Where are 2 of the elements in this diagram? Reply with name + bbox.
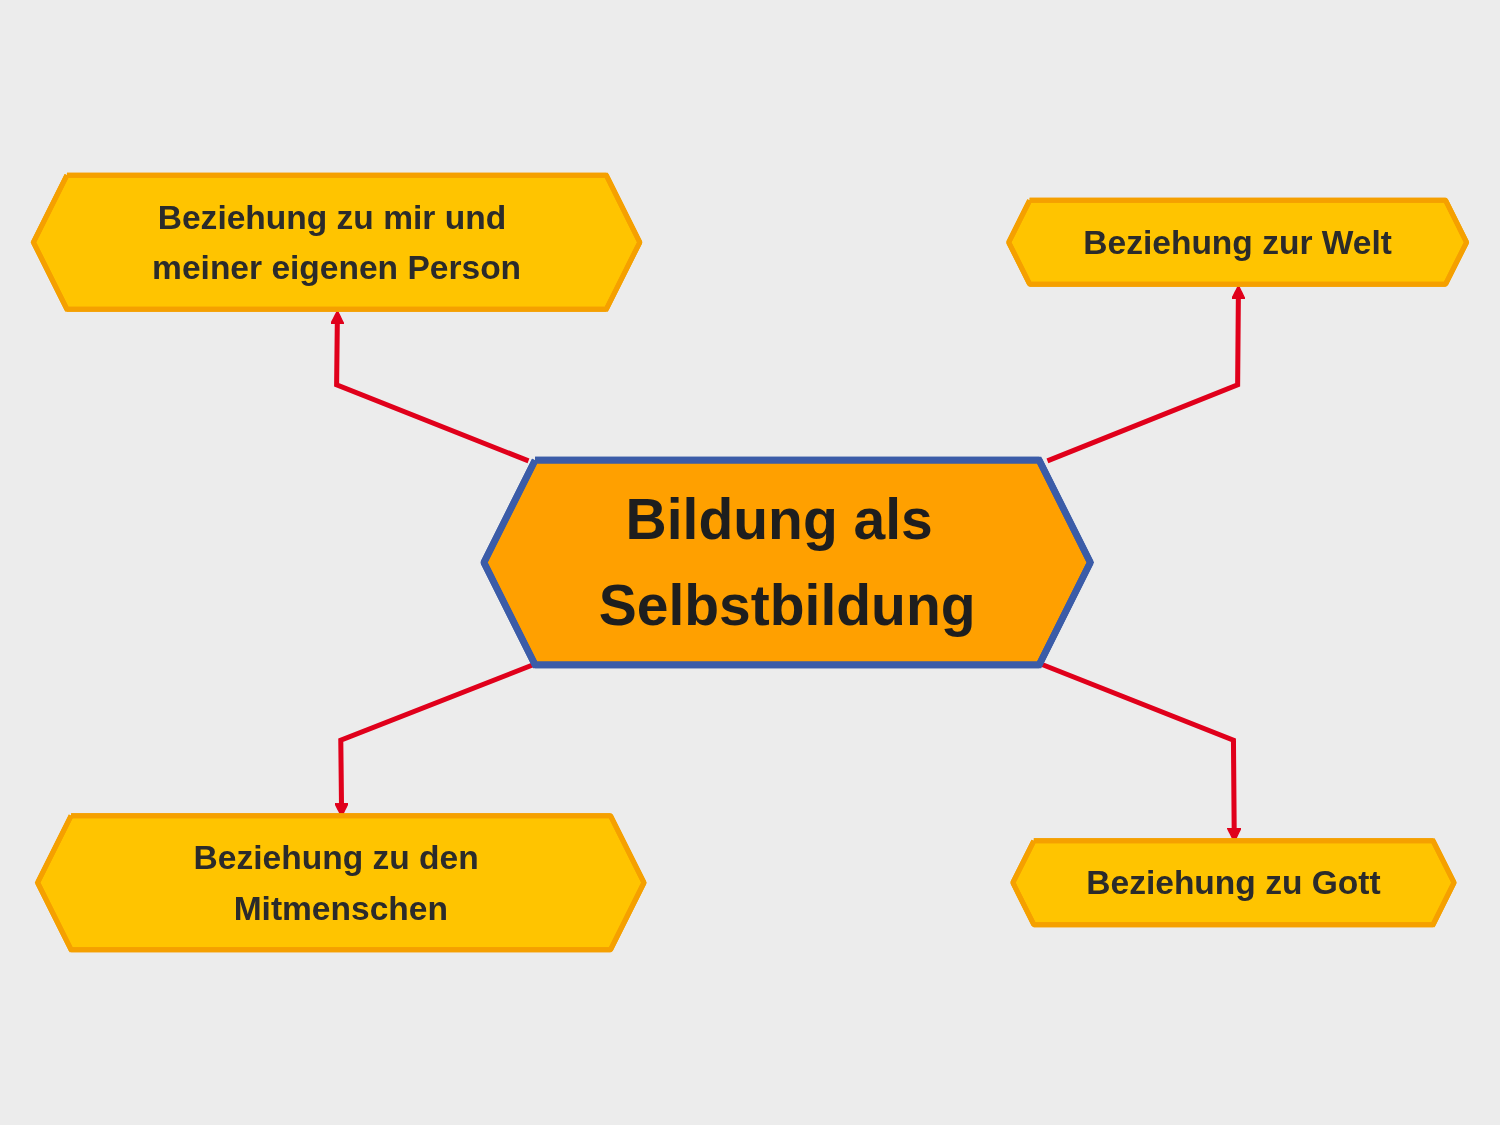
arrow — [329, 310, 530, 464]
arrow — [1046, 285, 1246, 464]
